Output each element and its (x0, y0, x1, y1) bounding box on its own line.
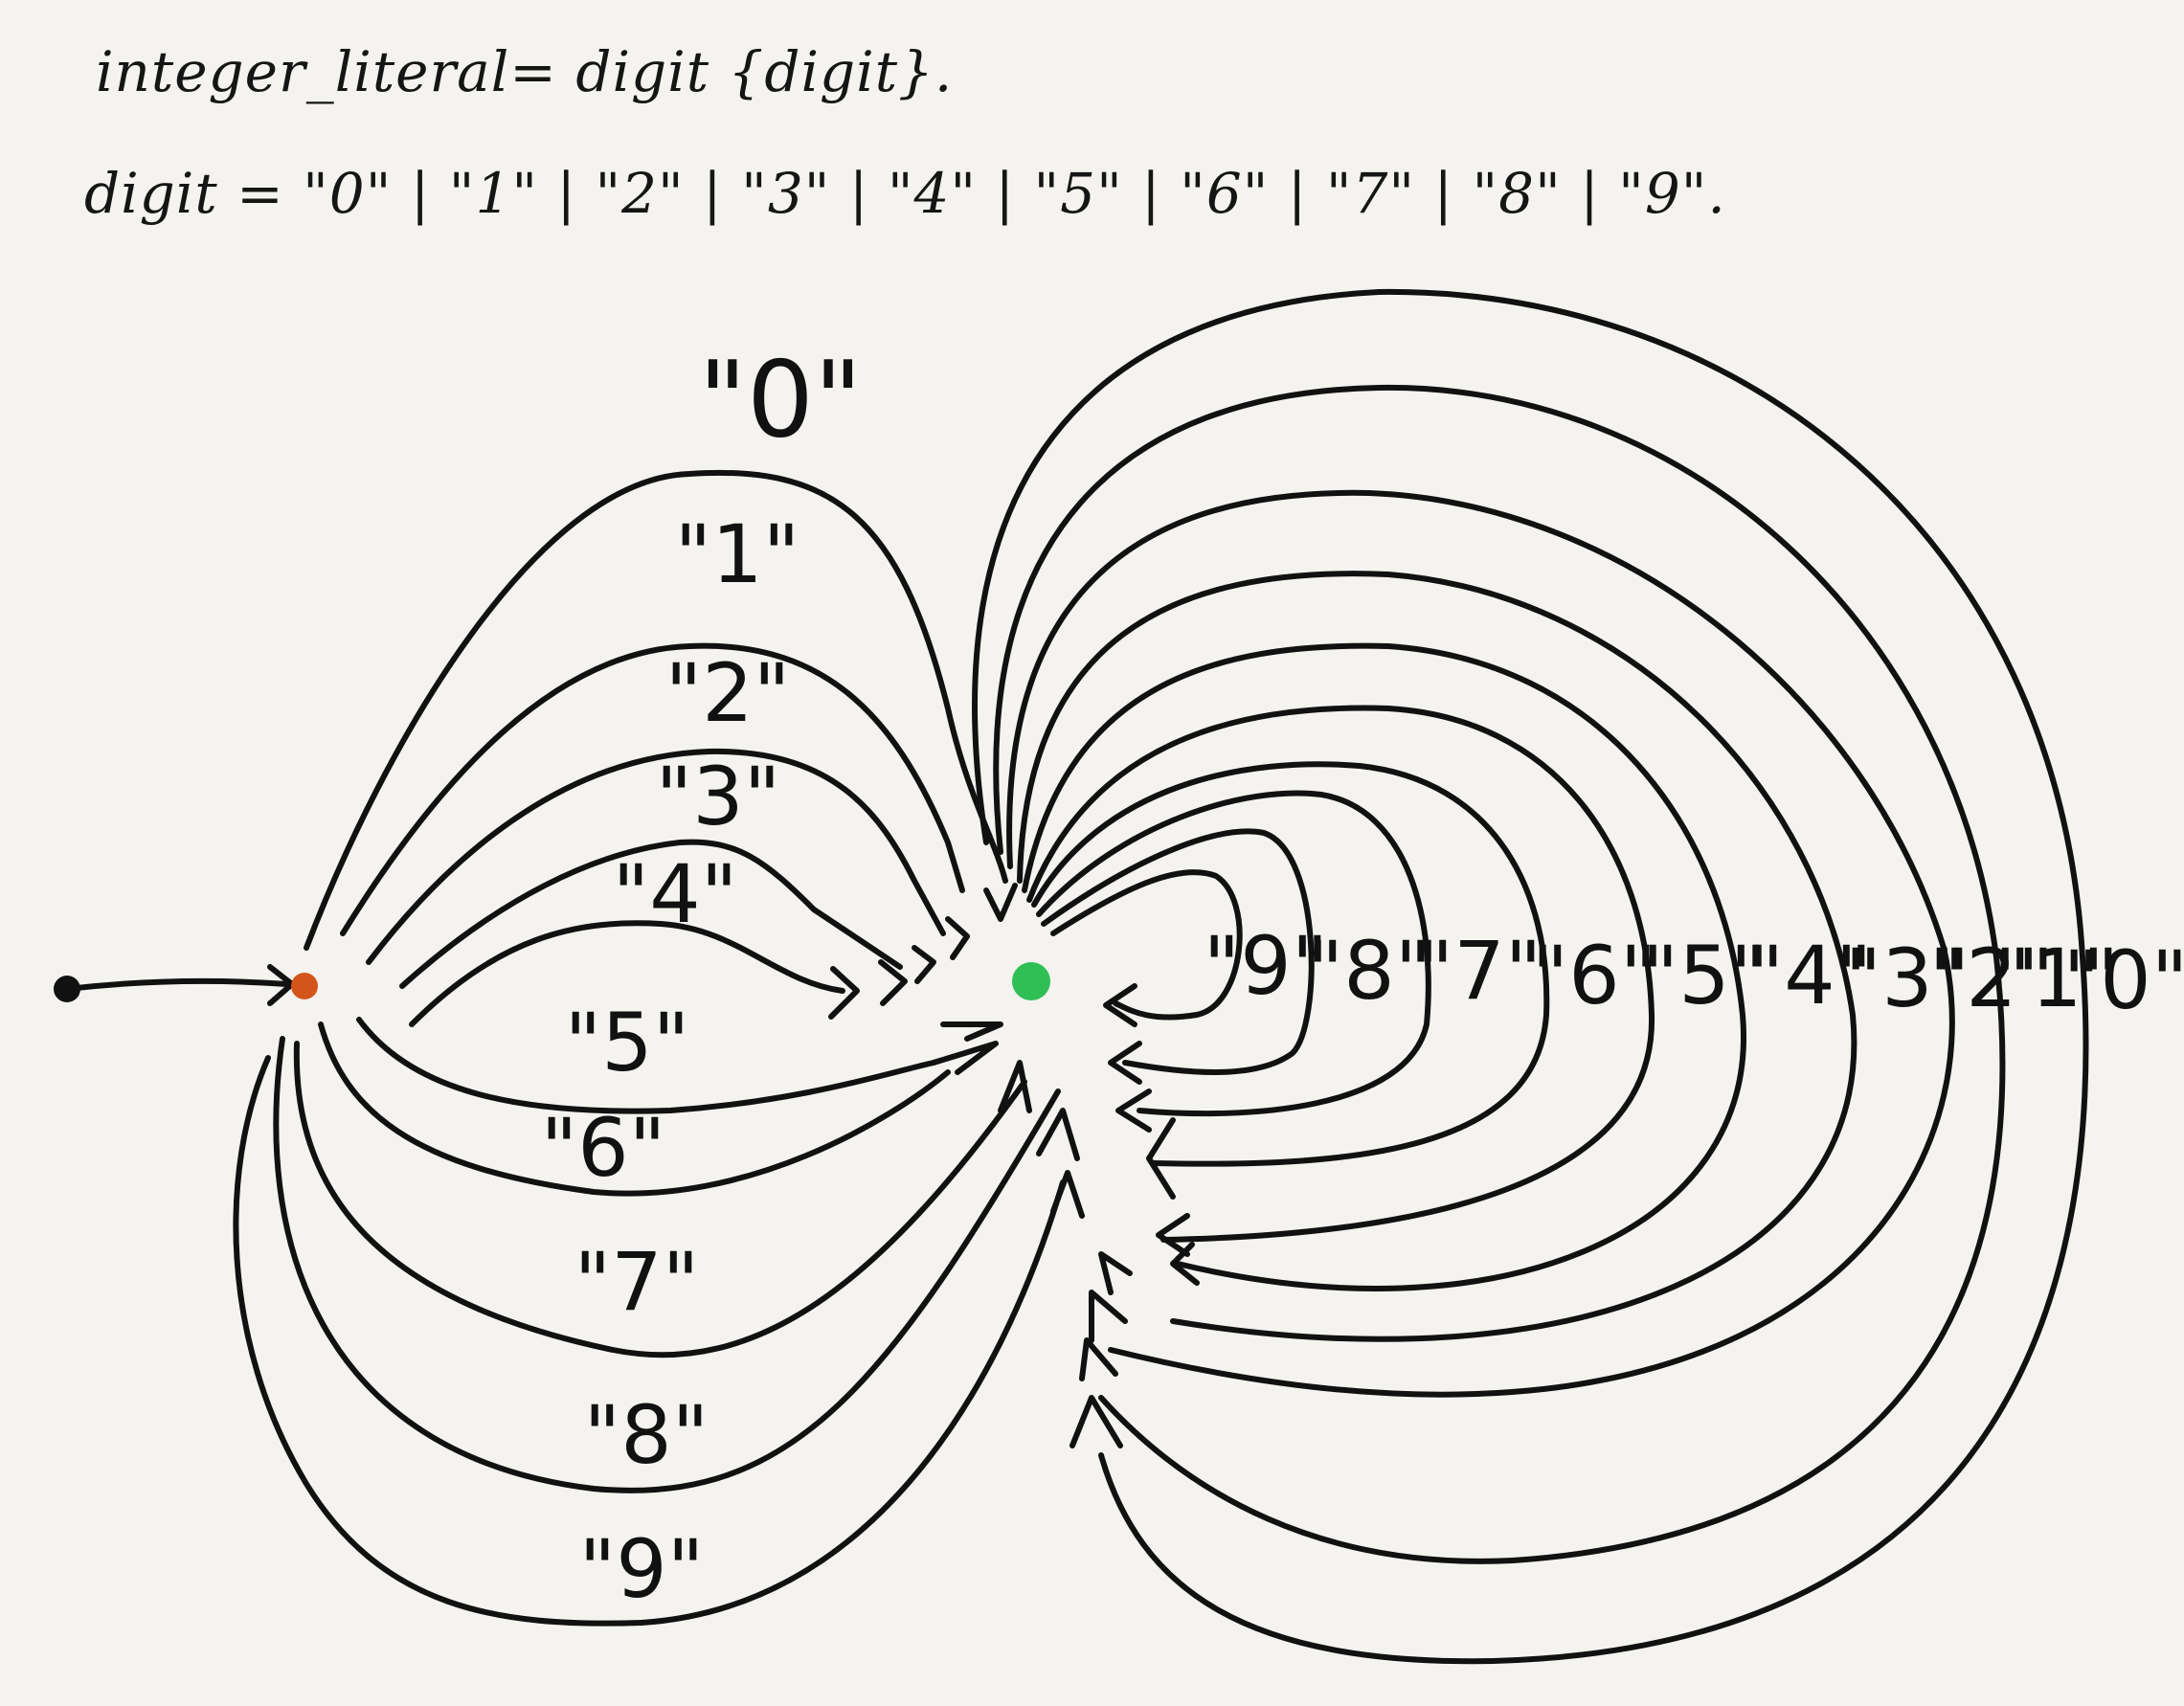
arc-loop-8 (1041, 828, 1315, 1075)
arc-loop-3 (1017, 571, 1858, 1342)
arc-loop-4 (1022, 642, 1747, 1291)
accept-state (1012, 962, 1050, 1000)
arc-first-2 (366, 748, 946, 965)
arc-loop-2 (1006, 489, 1955, 1398)
label-loop-2: "2" (1929, 932, 2055, 1025)
label-first-6: "6" (541, 1101, 666, 1195)
arc-first-0 (304, 469, 1008, 951)
label-loop-6: "6" (1532, 929, 1657, 1022)
arc-first-5 (356, 1017, 936, 1114)
label-first-8: "8" (584, 1388, 709, 1482)
label-loop-1: "1" (1994, 932, 2120, 1025)
arc-first-6 (318, 1021, 951, 1197)
arc-loop-6 (1031, 761, 1550, 1167)
arc-loop-5 (1026, 705, 1655, 1243)
arc-first-3 (399, 839, 903, 989)
arc-first-8 (273, 1036, 1061, 1493)
first-digit-arrowheads (828, 883, 1085, 1219)
arc-loop-1 (993, 384, 2006, 1564)
arc-first-4 (409, 920, 845, 1027)
first-digit-labels: "0" "1" "2" "3" "4" "5" "6" "7" "8" "9" (541, 338, 863, 1616)
first-digit-state (291, 973, 318, 999)
loop-digit-arcs (972, 288, 2089, 1665)
grammar-rule-integer-literal: integer_literal= digit {digit}. (96, 39, 953, 104)
arc-first-7 (293, 1041, 1027, 1358)
label-loop-8: "8" (1307, 924, 1432, 1018)
start-dot (54, 976, 80, 1002)
arc-loop-7 (1036, 790, 1431, 1117)
label-first-4: "4" (613, 847, 738, 941)
arc-first-9 (233, 1055, 1066, 1627)
label-loop-9: "9" (1204, 919, 1329, 1013)
label-loop-5: "5" (1642, 929, 1767, 1022)
loop-digit-labels: "9" "8" "7" "6" "5" "4" "3" "2" "1" "0" (1204, 919, 2184, 1027)
label-first-7: "7" (574, 1235, 700, 1329)
label-first-1: "1" (675, 507, 800, 601)
arc-loop-9 (1050, 869, 1243, 1021)
arc-loop-0 (972, 288, 2089, 1665)
entry-arrow (64, 977, 290, 992)
label-loop-0: "0" (2063, 933, 2184, 1027)
loop-digit-arrowheads (1069, 983, 1200, 1448)
label-loop-3: "3" (1845, 932, 1970, 1025)
label-first-9: "9" (579, 1522, 705, 1616)
label-first-3: "3" (656, 750, 781, 843)
grammar-rule-digit: digit = "0" | "1" | "2" | "3" | "4" | "5… (84, 161, 1726, 226)
arc-first-1 (340, 642, 965, 936)
label-loop-4: "4" (1747, 929, 1873, 1022)
label-first-2: "2" (665, 646, 791, 740)
label-first-5: "5" (565, 996, 690, 1089)
first-digit-arcs (233, 469, 1066, 1627)
label-loop-7: "7" (1417, 924, 1542, 1018)
label-first-0: "0" (698, 338, 862, 460)
